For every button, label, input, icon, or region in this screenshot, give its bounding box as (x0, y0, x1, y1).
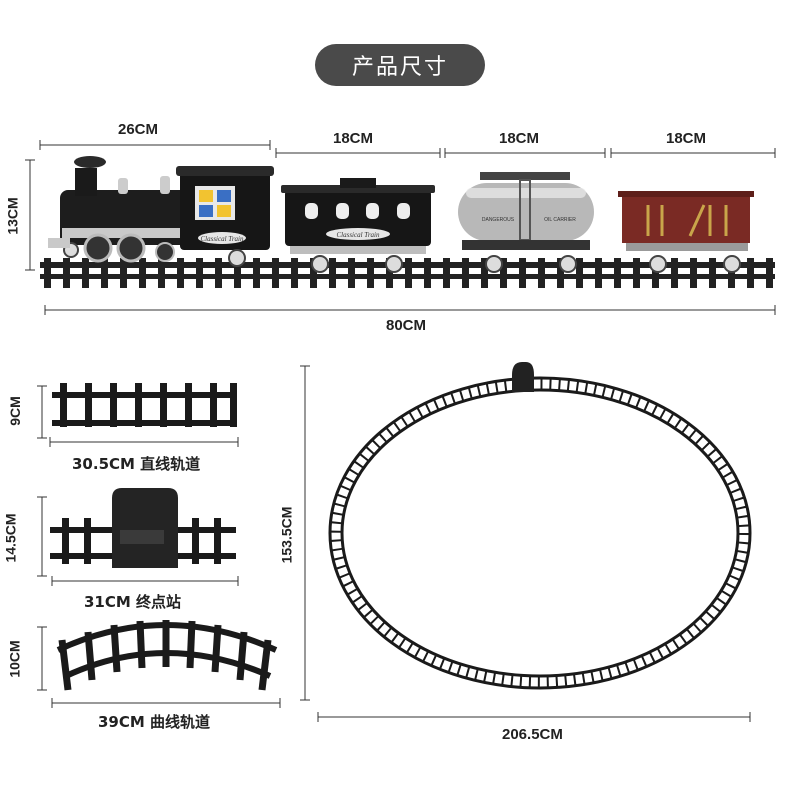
track-tie (652, 258, 659, 288)
total-length-label: 80CM (386, 317, 427, 334)
track-tie (367, 258, 374, 288)
track-tie (633, 258, 640, 288)
tanker-car (458, 172, 594, 273)
title-badge: 产品尺寸 (315, 44, 485, 86)
track-tie (215, 258, 222, 288)
track-tie (557, 258, 564, 288)
straight-height-label: 9CM (6, 396, 23, 426)
track-tie (709, 258, 716, 288)
straight-caption: 30.5CM 直线轨道 (72, 455, 201, 473)
track-tie (424, 258, 431, 288)
track-tie (139, 258, 146, 288)
car-nameplate: Classical Train (337, 231, 380, 239)
track-tie (614, 258, 621, 288)
station-height-label: 14.5CM (2, 513, 19, 563)
train-dimension-lines (25, 140, 776, 315)
car3-length-label: 18CM (666, 130, 707, 147)
curved-height-label: 10CM (6, 640, 23, 678)
track-tie (120, 258, 127, 288)
car1-length-label: 18CM (333, 130, 374, 147)
track-tie (462, 258, 469, 288)
track-tie (690, 258, 697, 288)
track-tie (386, 258, 393, 288)
title-text: 产品尺寸 (351, 55, 448, 80)
track-tie (101, 258, 108, 288)
track-tie (481, 258, 488, 288)
passenger-car (281, 178, 435, 273)
parts-dimension-lines (37, 365, 751, 722)
track-tie (291, 258, 298, 288)
track-tie (234, 258, 241, 288)
train-height-label: 13CM (4, 197, 21, 235)
car2-length-label: 18CM (499, 130, 540, 147)
freight-car (618, 191, 754, 273)
track-tie (595, 258, 602, 288)
track-tie (158, 258, 165, 288)
track-tie (500, 258, 507, 288)
track-tie (766, 258, 773, 288)
track-tie (82, 258, 89, 288)
station-track (50, 488, 236, 568)
straight-track (52, 383, 237, 427)
station-caption: 31CM 终点站 (84, 593, 182, 611)
track-tie (538, 258, 545, 288)
track-tie (348, 258, 355, 288)
track-tie (728, 258, 735, 288)
curved-track (56, 620, 278, 691)
track-tie (519, 258, 526, 288)
track-tie (671, 258, 678, 288)
loco-nameplate: Classical Train (201, 235, 244, 243)
track-tie (63, 258, 70, 288)
track-tie (576, 258, 583, 288)
track-tie (747, 258, 754, 288)
locomotive-length-label: 26CM (118, 121, 159, 138)
track-tie (405, 258, 412, 288)
track-tie (329, 258, 336, 288)
track-tie (44, 258, 51, 288)
oval-track (328, 362, 752, 690)
tanker-label-right: OIL CARRIER (544, 217, 576, 223)
train-track (40, 258, 775, 288)
track-tie (196, 258, 203, 288)
track-tie (253, 258, 260, 288)
locomotive (48, 156, 274, 267)
oval-height-label: 153.5CM (278, 506, 295, 564)
track-tie (310, 258, 317, 288)
curved-caption: 39CM 曲线轨道 (98, 713, 211, 731)
oval-width-label: 206.5CM (502, 726, 563, 743)
track-tie (272, 258, 279, 288)
track-tie (177, 258, 184, 288)
tanker-label-left: DANGEROUS (482, 217, 515, 223)
track-tie (443, 258, 450, 288)
